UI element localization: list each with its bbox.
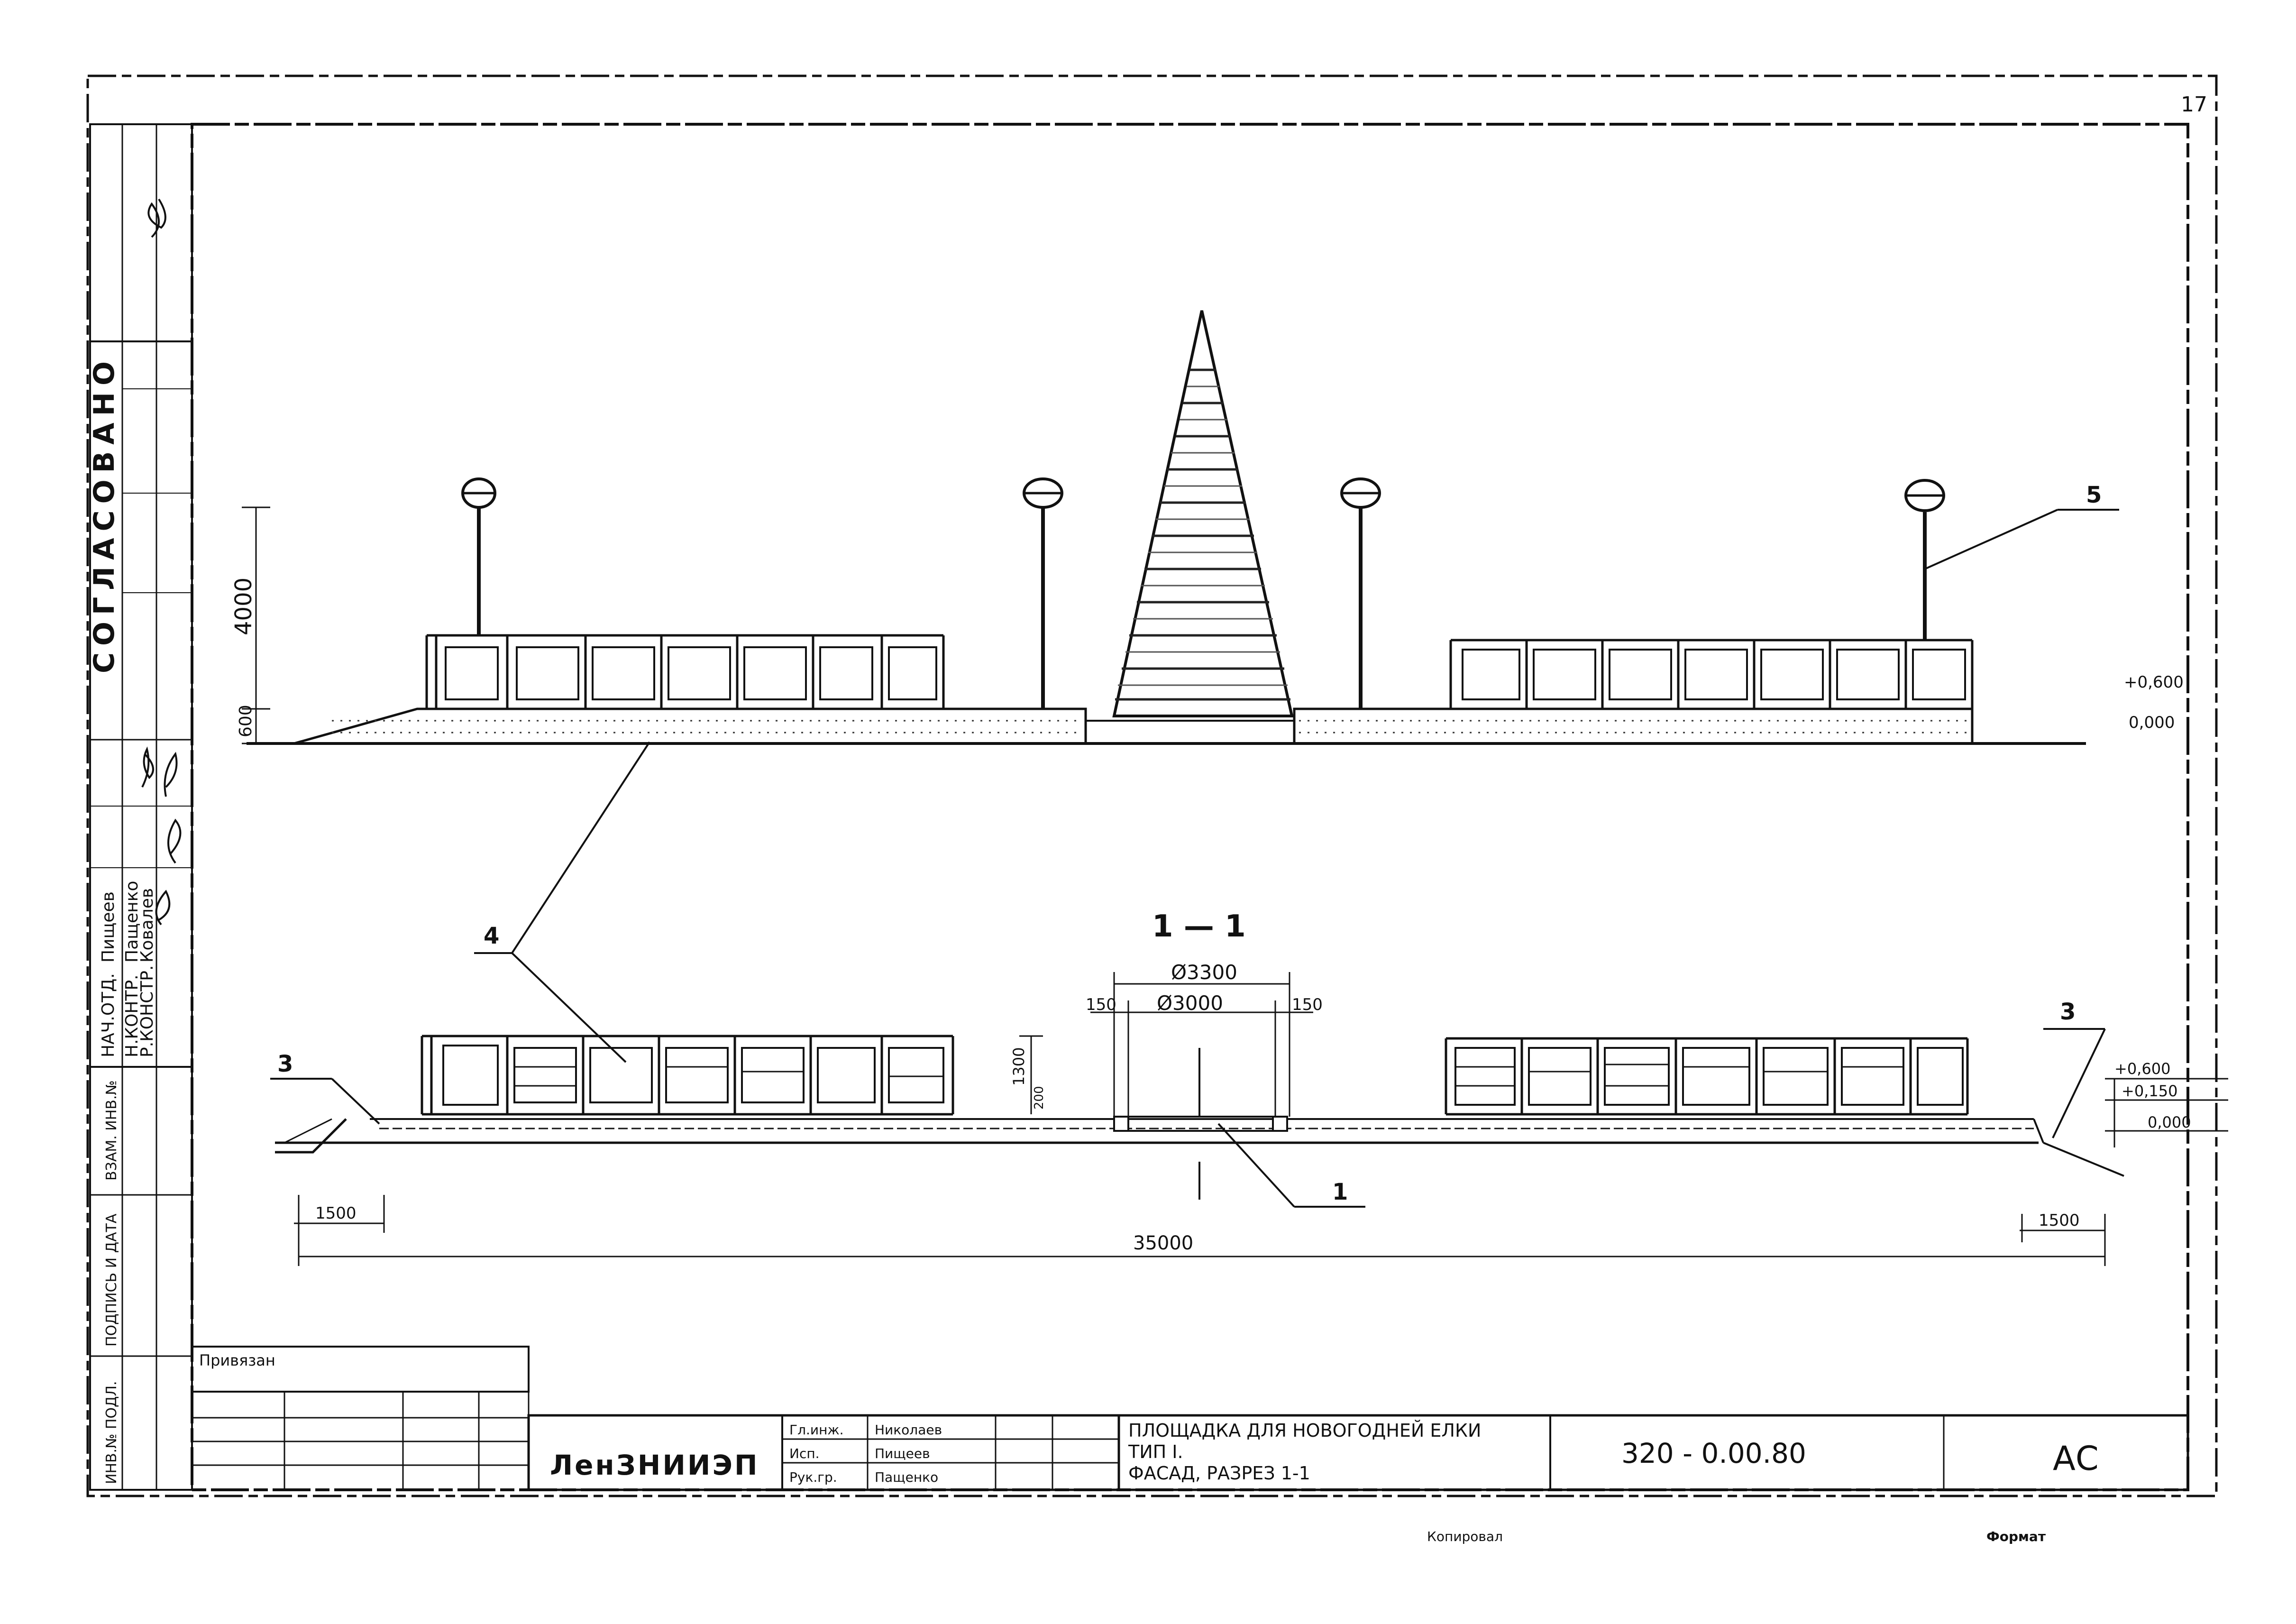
fence-right [1449, 639, 1974, 710]
section-level-top: +0,600 [2114, 1060, 2170, 1078]
side-stamp: СОГЛАСОВАНО НАЧ.ОТД. Пищеев Н.КОНТР. Пащ… [88, 123, 193, 1491]
lamp-post-1 [461, 477, 496, 635]
christmas-tree [1112, 310, 1294, 717]
section-title: 1 — 1 [1152, 909, 1246, 944]
dim-right: 1500 [2039, 1211, 2080, 1230]
section-wall-right [1445, 1037, 1969, 1116]
base-hatch [332, 720, 1967, 734]
section-base [275, 1118, 2124, 1177]
doc-code: 320 - 0.00.80 [1621, 1437, 1806, 1469]
stamp-name-2: Пащенко [122, 881, 142, 963]
agreed-title: СОГЛАСОВАНО [88, 355, 121, 673]
level-zero: 0,000 [2129, 713, 2175, 732]
footer-copied: Копировал [1427, 1529, 1503, 1544]
title-block: Привязан ЛенЗНИИЭП Гл.инж. Николаев Исп.… [191, 1346, 2189, 1544]
callout-5-leader [1924, 509, 2119, 570]
section-1-1: 1 — 1 [270, 741, 2228, 1266]
stamp-name-3: Ковалев [137, 888, 157, 963]
project-type: ТИП I. [1128, 1441, 1183, 1462]
elevation-dimension [242, 506, 270, 744]
stamp-signatures [141, 198, 182, 926]
diameter-dims [1090, 972, 1313, 1117]
project-title: ПЛОЩАДКА ДЛЯ НОВОГОДНЕЙ ЕЛКИ [1128, 1420, 1481, 1441]
section-level-zero: 0,000 [2148, 1113, 2191, 1131]
dia-inner: Ø3000 [1157, 991, 1223, 1015]
callout-panel: 4 [484, 923, 499, 949]
dim-base: 600 [236, 705, 256, 737]
inv-col-3: ВЗАМ. ИНВ.№ [103, 1080, 120, 1181]
inv-col-2: ПОДПИСЬ И ДАТА [103, 1213, 120, 1347]
stamp-role-1: НАЧ.ОТД. [99, 973, 118, 1057]
stamp-role-2: Н.КОНТР. [122, 974, 142, 1057]
callout-lamp: 5 [2086, 482, 2102, 508]
bound-label: Привязан [199, 1351, 275, 1369]
cell-role-2: Исп. [789, 1446, 820, 1461]
sheet-frame [86, 74, 2218, 1497]
wall-height-dim [1019, 1035, 1043, 1114]
section-levels [2105, 1078, 2228, 1147]
section-level-mid: +0,150 [2122, 1082, 2177, 1100]
section-dimensions [294, 1195, 2106, 1266]
section-wall-left [421, 1035, 954, 1116]
dim-total: 35000 [1133, 1232, 1193, 1254]
facade-elevation: 4000 600 +0,600 0,000 5 [230, 310, 2184, 745]
callout-ramp-left: 3 [277, 1051, 293, 1077]
offset-left: 150 [1086, 995, 1116, 1014]
dim-height: 4000 [230, 578, 257, 635]
wall-sub: 200 [1032, 1086, 1046, 1110]
level-top: +0,600 [2124, 673, 2184, 692]
callout-ramp-right: 3 [2060, 999, 2076, 1025]
cell-name-1: Николаев [875, 1422, 942, 1438]
dim-left: 1500 [315, 1204, 357, 1223]
lamp-post-2 [1023, 477, 1063, 709]
cell-role-3: Рук.гр. [789, 1469, 837, 1485]
stamp-rows: НАЧ.ОТД. Пищеев Н.КОНТР. Пащенко Р.КОНСТ… [99, 881, 157, 1058]
offset-right: 150 [1292, 995, 1323, 1014]
callout-3-right-leader [2043, 1028, 2106, 1138]
stamp-name-1: Пищеев [99, 891, 118, 963]
callout-base: 1 [1332, 1179, 1348, 1205]
fence-left [425, 634, 945, 710]
wall-height: 1300 [1010, 1047, 1028, 1086]
lamp-post-3 [1340, 477, 1381, 709]
org-name: ЛенЗНИИЭП [550, 1449, 759, 1481]
bound-grid [192, 1392, 530, 1490]
sign-grid [782, 1415, 1119, 1490]
stamp-role-3: Р.КОНСТР. [137, 965, 157, 1057]
cell-name-2: Пищеев [875, 1446, 930, 1461]
callout-3-left-leader [270, 1078, 380, 1125]
callout-1-leader [1217, 1123, 1365, 1208]
lamp-post-4 [1904, 479, 1945, 640]
base-left [293, 707, 1087, 745]
inv-col-1: ИНВ.№ ПОДЛ. [103, 1381, 120, 1484]
dia-outer: Ø3300 [1171, 961, 1237, 984]
cell-role-1: Гл.инж. [789, 1422, 844, 1438]
corner-mark: 17 [2181, 92, 2207, 117]
callout-4-leader [474, 741, 650, 1063]
sheet-mark: АС [2053, 1439, 2099, 1478]
cell-name-3: Пащенко [875, 1469, 938, 1485]
base-right [1293, 707, 1974, 743]
footer-format: Формат [1986, 1529, 2046, 1544]
tree-foundation [1113, 1048, 1288, 1200]
sheet-title: ФАСАД, РАЗРЕЗ 1-1 [1128, 1463, 1310, 1484]
